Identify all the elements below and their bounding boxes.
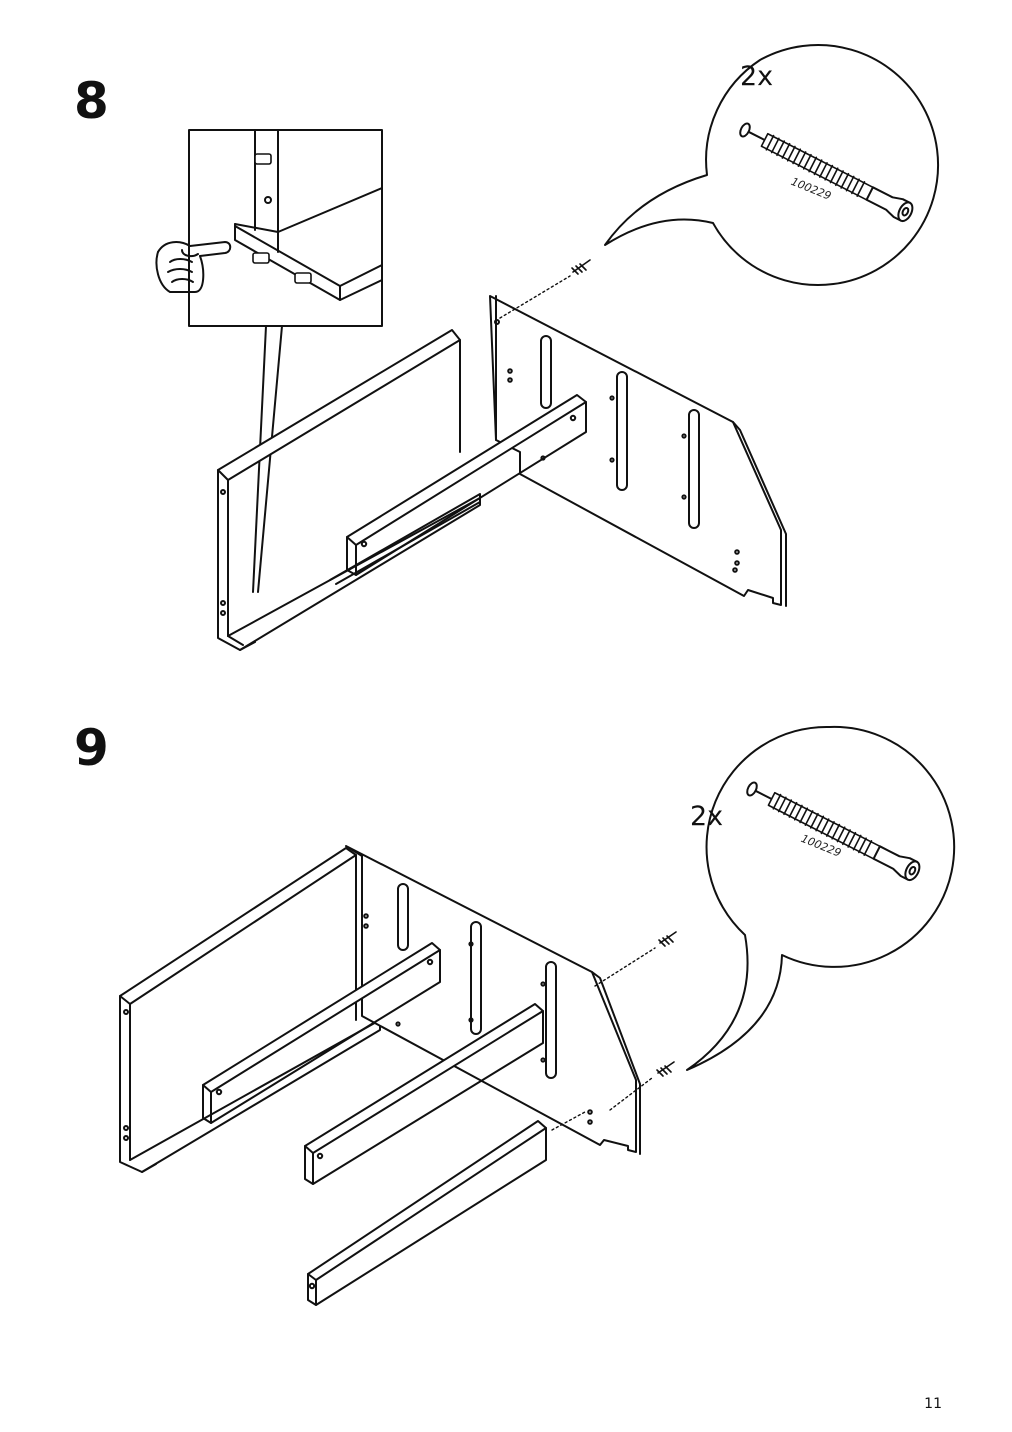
quantity-label: 2x [690,801,724,832]
rail-bottom [308,1121,546,1305]
side-panel [346,846,640,1154]
step-number: 9 [74,719,109,777]
rail-top [203,943,440,1123]
screw-callout-bubble [605,45,938,285]
screw-callout-bubble [687,727,954,1070]
inset-detail-drawing [235,130,382,300]
step-8-illustration [0,0,1012,700]
rail-middle [305,1004,543,1184]
front-rail [347,395,586,575]
side-panel [490,296,786,606]
screw-icon [744,778,922,882]
screw-icon [572,260,590,274]
screw-icon [657,932,676,1076]
screw-icon [737,119,915,223]
pointing-hand-icon [157,242,231,292]
page-number: 11 [924,1396,942,1412]
quantity-label: 2x [740,61,774,92]
step-number: 8 [74,72,109,130]
part-code: 100229 [799,832,843,860]
back-panel [120,848,380,1172]
